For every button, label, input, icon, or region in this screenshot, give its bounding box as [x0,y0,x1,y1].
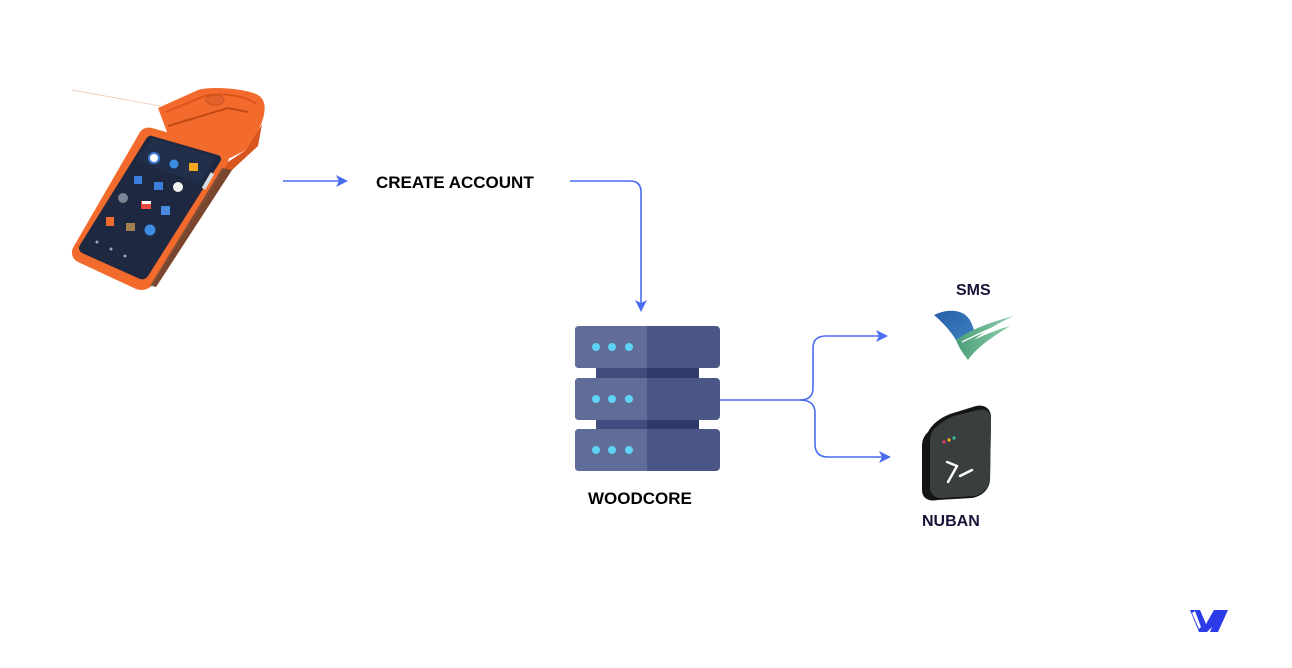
edge-create-account-to-woodcore [570,180,647,312]
edge-woodcore-to-nuban [799,399,891,463]
edge-woodcore-to-sms [720,330,888,401]
server-icon [575,326,720,471]
woodcore-label: WOODCORE [588,489,692,508]
sms-label: SMS [956,282,991,299]
terminal-icon [922,405,992,501]
nuban-label: NUBAN [922,513,980,530]
woodcore-w-logo-icon [1190,610,1228,632]
sms-bird-logo-icon [934,310,1014,360]
pos-terminal-icon [71,87,265,290]
create-account-label: CREATE ACCOUNT [376,173,534,192]
